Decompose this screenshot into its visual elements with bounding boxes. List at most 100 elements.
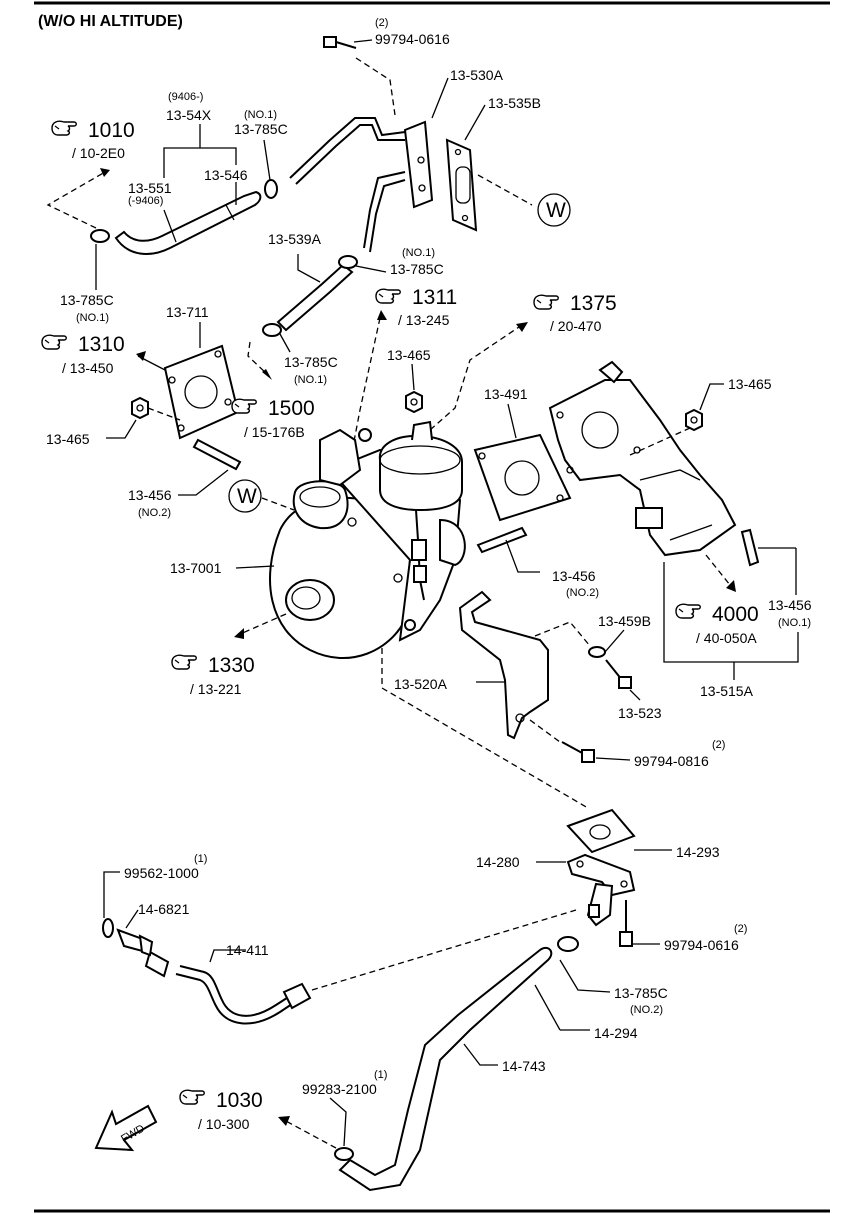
label-13-523: 13-523 bbox=[618, 705, 662, 721]
marker-w-top bbox=[537, 193, 571, 227]
label-13-515A: 13-515A bbox=[700, 683, 754, 699]
exhaust-pipe-13-515A bbox=[548, 360, 737, 557]
label-13-465-a: 13-465 bbox=[46, 431, 90, 447]
gasket-13-535B bbox=[445, 138, 478, 232]
label-13-785C-b-note: (NO.1) bbox=[402, 247, 435, 259]
label-13-785C-e-note: (NO.2) bbox=[630, 1004, 663, 1016]
ref-1375-num: 1375 bbox=[570, 292, 617, 315]
ref-1311-num: 1311 bbox=[412, 286, 457, 309]
label-99283-2100-qty: (1) bbox=[374, 1069, 387, 1081]
gasket-13-711 bbox=[163, 344, 240, 440]
hose-clamp-13-785C-a bbox=[264, 179, 278, 199]
label-13-54X: 13-54X bbox=[166, 107, 212, 123]
label-13-711: 13-711 bbox=[166, 304, 209, 320]
ref-1375-icon bbox=[533, 294, 559, 310]
marker-w-center bbox=[228, 479, 262, 513]
ref-4000-sub: / 40-050A bbox=[696, 630, 757, 646]
ref-4000-icon bbox=[675, 603, 701, 619]
label-13-539A: 13-539A bbox=[268, 231, 322, 247]
label-14-743: 14-743 bbox=[502, 1058, 546, 1074]
label-13-546: 13-546 bbox=[204, 167, 248, 183]
ref-1330-sub: / 13-221 bbox=[190, 681, 242, 697]
label-13-535B: 13-535B bbox=[488, 95, 541, 111]
bracket-13-520A bbox=[458, 590, 549, 740]
hose-clamp-13-785C-d bbox=[90, 229, 110, 243]
label-99283-2100: 99283-2100 bbox=[302, 1081, 377, 1097]
ref-1030-num: 1030 bbox=[216, 1089, 263, 1112]
hose-clamp-13-785C-e bbox=[557, 936, 579, 952]
label-99794-0616-bottom-qty: (2) bbox=[734, 923, 747, 935]
label-13-456-b-note: (NO.2) bbox=[566, 587, 599, 599]
stud-13-456-c bbox=[740, 528, 760, 567]
label-13-785C-e: 13-785C bbox=[614, 985, 668, 1001]
label-13-551-note: (-9406) bbox=[128, 195, 163, 207]
label-13-456-a-note: (NO.2) bbox=[138, 507, 171, 519]
ref-1010-sub: / 10-2E0 bbox=[72, 145, 125, 161]
ref-1310-icon bbox=[41, 334, 67, 350]
label-13-785C-a-note: (NO.1) bbox=[244, 109, 277, 121]
ref-1375-sub: / 20-470 bbox=[550, 318, 602, 334]
label-13-785C-c: 13-785C bbox=[284, 354, 338, 370]
label-99794-0616-top: 99794-0616 bbox=[375, 31, 450, 47]
label-14-280: 14-280 bbox=[476, 854, 520, 870]
label-14-293: 14-293 bbox=[676, 844, 720, 860]
oil-feed-pipe-14-411 bbox=[144, 950, 312, 1025]
fitting-14-6821 bbox=[116, 928, 154, 957]
oil-pipe-13-530A bbox=[289, 117, 434, 253]
label-13-551: 13-551 bbox=[128, 180, 172, 196]
page-title: (W/O HI ALTITUDE) bbox=[38, 13, 183, 30]
hose-clamp-13-785C-c bbox=[262, 323, 282, 337]
oil-hose-13-539A bbox=[276, 263, 354, 332]
gasket-14-293 bbox=[566, 808, 636, 854]
nut-13-465-c bbox=[685, 408, 703, 432]
washer-99562-1000 bbox=[102, 918, 114, 938]
stud-13-456-b bbox=[476, 526, 528, 554]
ref-1030-sub: / 10-300 bbox=[198, 1116, 250, 1132]
label-13-530A: 13-530A bbox=[450, 67, 504, 83]
label-13-785C-a: 13-785C bbox=[234, 121, 288, 137]
ref-1310-num: 1310 bbox=[78, 333, 125, 356]
bolt-99794-0816 bbox=[561, 741, 595, 763]
ref-1311-sub: / 13-245 bbox=[398, 312, 450, 328]
label-13-465-b: 13-465 bbox=[387, 347, 431, 363]
label-13-456-c-note: (NO.1) bbox=[778, 617, 811, 629]
label-13-785C-d: 13-785C bbox=[60, 292, 114, 308]
bolt-13-523 bbox=[605, 659, 632, 689]
ref-1311-icon bbox=[375, 288, 401, 304]
ref-1030-icon bbox=[179, 1089, 205, 1105]
marker-w-top-label: W bbox=[546, 199, 566, 222]
stud-13-456-a bbox=[192, 438, 242, 471]
label-14-6821: 14-6821 bbox=[138, 901, 190, 917]
label-99562-1000-qty: (1) bbox=[194, 853, 207, 865]
oil-return-hose-14-743 bbox=[338, 946, 553, 1192]
label-13-785C-d-note: (NO.1) bbox=[76, 312, 109, 324]
nut-13-465-a bbox=[131, 396, 149, 420]
oil-hose-13-551 bbox=[114, 190, 262, 255]
flange-14-280 bbox=[566, 853, 636, 927]
label-13-465-c: 13-465 bbox=[728, 376, 772, 392]
label-13-456-c: 13-456 bbox=[768, 597, 812, 613]
front-direction-arrow: FWD bbox=[94, 1104, 158, 1152]
label-13-491: 13-491 bbox=[484, 386, 528, 402]
marker-w-center-label: W bbox=[237, 485, 257, 508]
ref-1330-icon bbox=[171, 654, 197, 670]
gasket-13-491 bbox=[473, 433, 572, 522]
label-13-520A: 13-520A bbox=[394, 676, 448, 692]
bolt-99794-0616-top bbox=[323, 36, 357, 49]
label-13-456-a: 13-456 bbox=[128, 487, 172, 503]
label-99794-0616-bottom: 99794-0616 bbox=[664, 937, 739, 953]
label-13-459B: 13-459B bbox=[598, 613, 651, 629]
label-99794-0816: 99794-0816 bbox=[634, 753, 709, 769]
ref-1010-icon bbox=[51, 120, 77, 136]
label-13-785C-b: 13-785C bbox=[390, 261, 444, 277]
ref-4000-num: 4000 bbox=[712, 603, 759, 626]
label-14-294: 14-294 bbox=[594, 1025, 638, 1041]
label-13-456-b: 13-456 bbox=[552, 568, 596, 584]
ref-1500-icon bbox=[231, 398, 257, 414]
label-14-411: 14-411 bbox=[226, 942, 269, 958]
ref-1500-num: 1500 bbox=[268, 397, 315, 420]
label-99794-0816-qty: (2) bbox=[712, 739, 725, 751]
ref-1310-sub: / 13-450 bbox=[62, 360, 114, 376]
hose-clamp-99283-2100 bbox=[334, 1147, 354, 1161]
label-13-54X-note: (9406-) bbox=[168, 91, 203, 103]
